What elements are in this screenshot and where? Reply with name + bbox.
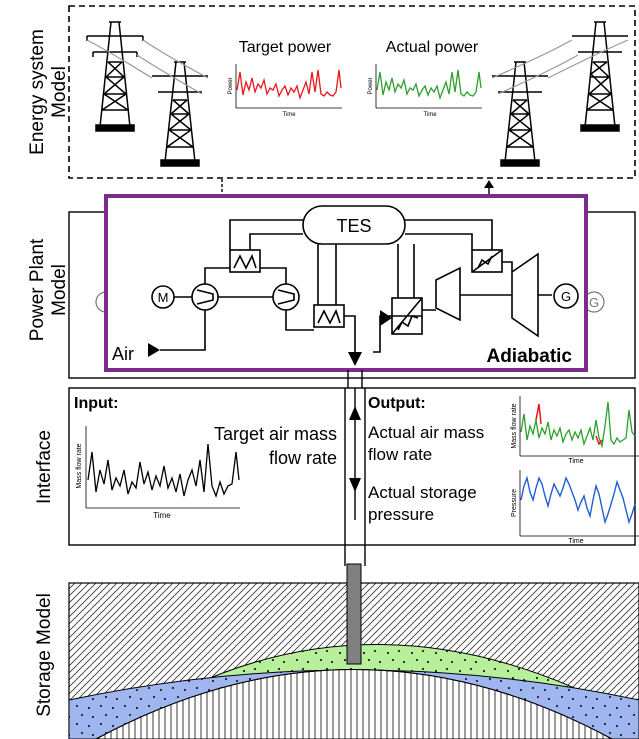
output-flow-exceed-series (535, 403, 542, 425)
output-plot1-xlabel: Time (568, 458, 583, 465)
output-text1-line2: flow rate (368, 445, 432, 464)
interface-label: Interface (34, 430, 55, 504)
pylon-icon (86, 21, 629, 167)
energy-system-box (68, 5, 636, 179)
motor-label: M (158, 290, 169, 305)
input-text-line1: Target air mass (214, 424, 337, 444)
target-power-ylabel: Power (228, 77, 234, 94)
output-text1-line1: Actual air mass (368, 423, 484, 442)
output-flow-series (520, 401, 636, 449)
air-label: Air (112, 344, 134, 364)
generator-label: G (561, 289, 571, 304)
inlet-arrow-icon (380, 310, 392, 326)
heat-exchanger-1-icon (229, 249, 261, 273)
compressor-2-icon (272, 283, 300, 311)
target-power-title: Target power (239, 39, 332, 56)
turbine-1-icon (435, 266, 461, 322)
input-arrow-icon (349, 478, 361, 492)
power-plant-label-line2: Model (49, 264, 70, 316)
input-plot-xlabel: Time (153, 511, 171, 520)
up-arrowhead-icon (484, 180, 494, 188)
generator-icon (553, 283, 579, 309)
basement-layer (95, 669, 613, 739)
output-arrow-icon (349, 406, 361, 420)
compressor-1-icon (191, 283, 219, 311)
air-arrow-icon (148, 343, 160, 357)
output-flow-exceed-series-2 (595, 435, 603, 446)
input-flow-series (87, 443, 240, 499)
input-heading: Input: (74, 395, 118, 412)
output-pressure-series (520, 475, 636, 525)
target-power-series (236, 69, 342, 101)
input-flow-plot: Mass flow rate Time (76, 426, 240, 520)
actual-power-xlabel: Time (423, 112, 437, 118)
plant-schematic (151, 205, 579, 353)
output-flow-plot: Mass flow rate Time (511, 396, 639, 465)
input-plot-ylabel: Mass flow rate (76, 443, 83, 488)
interface-box (68, 387, 636, 546)
background-generator-label: G (589, 295, 599, 310)
tes-label: TES (336, 216, 371, 236)
section-label-energy-system: Energy system Model (27, 29, 70, 155)
output-text2-line2: pressure (368, 505, 434, 524)
section-label-power-plant: Power Plant Model (27, 238, 70, 341)
output-plot1-ylabel: Mass flow rate (511, 403, 518, 448)
target-power-plot: Target power Power Time (228, 39, 342, 118)
energy-system-label-line2: Model (49, 66, 70, 118)
heat-exchanger-2-icon (313, 304, 345, 328)
actual-power-ylabel: Power (368, 77, 374, 94)
output-pressure-plot: Pressure Time (511, 470, 639, 545)
output-text2-line1: Actual storage (368, 483, 477, 502)
flow-down-arrow-icon (348, 352, 362, 366)
input-text-line2: flow rate (269, 448, 337, 468)
power-plant-label-line1: Power Plant (27, 238, 48, 341)
storage-geology (68, 563, 639, 739)
actual-power-plot: Actual power Power Time (368, 39, 482, 118)
energy-system-label-line1: Energy system (27, 29, 48, 155)
output-plot2-xlabel: Time (568, 538, 583, 545)
adiabatic-label: Adiabatic (486, 346, 572, 367)
actual-power-title: Actual power (386, 39, 479, 56)
output-plot2-ylabel: Pressure (511, 489, 518, 517)
turbine-2-icon (511, 252, 539, 338)
storage-label: Storage Model (34, 593, 55, 717)
target-power-xlabel: Time (282, 112, 296, 118)
well-bore (346, 563, 362, 665)
output-heading: Output: (368, 395, 426, 412)
actual-power-series (376, 69, 482, 101)
tes-tank (302, 205, 406, 245)
